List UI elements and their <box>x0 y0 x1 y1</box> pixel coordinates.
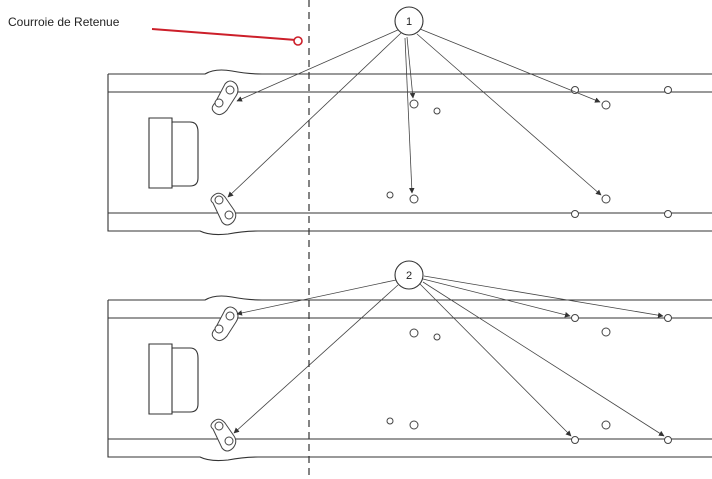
frame-top-outline <box>107 69 712 236</box>
frame-top-hole <box>571 86 579 94</box>
callout-2-leader <box>419 283 572 437</box>
frame-top-hole <box>664 210 672 218</box>
frame-bottom-hole <box>433 333 441 341</box>
callout-2-leader <box>422 281 665 437</box>
frame-bottom-hole <box>601 420 611 430</box>
frame-bottom-slot-upper <box>211 306 239 342</box>
callout-2-leader <box>423 275 664 318</box>
frame-top-slot-upper <box>211 80 239 116</box>
callout-2: 2 <box>394 260 424 290</box>
callout-1: 1 <box>394 6 424 36</box>
frame-top-hole <box>601 100 611 110</box>
frame-top-bracket <box>148 117 199 189</box>
frame-top-hole <box>571 210 579 218</box>
strap-leader-line <box>151 28 297 41</box>
callout-1-number: 1 <box>406 16 412 28</box>
callout-1-leader <box>406 36 416 99</box>
frame-bottom-hole <box>571 314 579 322</box>
frame-bottom-hole <box>409 328 419 338</box>
frame-bottom-outline <box>107 295 712 462</box>
callout-2-leader <box>233 284 399 434</box>
frame-bottom-hole <box>571 436 579 444</box>
strap-label: Courroie de Retenue <box>8 15 120 29</box>
frame-bottom-slot-lower <box>210 418 237 452</box>
strap-leader-end <box>293 36 303 46</box>
frame-bottom-bracket <box>148 343 199 415</box>
frame-bottom-hole <box>409 420 419 430</box>
frame-top-hole <box>409 99 419 109</box>
callout-1-leader <box>404 37 415 194</box>
callout-1-leader <box>416 33 602 196</box>
frame-bottom-hole <box>664 314 672 322</box>
frame-top-hole <box>433 107 441 115</box>
callout-2-leader <box>422 278 571 318</box>
frame-top-hole <box>664 86 672 94</box>
frame-bottom-hole <box>601 327 611 337</box>
callout-1-leader <box>236 28 401 102</box>
frame-top-hole <box>386 191 394 199</box>
frame-bottom-hole <box>386 417 394 425</box>
frame-top-slot-lower <box>210 192 237 226</box>
frame-top <box>107 28 712 236</box>
frame-top-hole <box>601 194 611 204</box>
frame-bottom-hole <box>664 436 672 444</box>
callout-2-leader <box>236 279 397 316</box>
callout-2-number: 2 <box>406 270 412 282</box>
callout-1-leader <box>419 28 601 103</box>
frame-bottom <box>107 275 712 462</box>
frame-top-hole <box>409 194 419 204</box>
callout-1-leader <box>227 32 402 198</box>
